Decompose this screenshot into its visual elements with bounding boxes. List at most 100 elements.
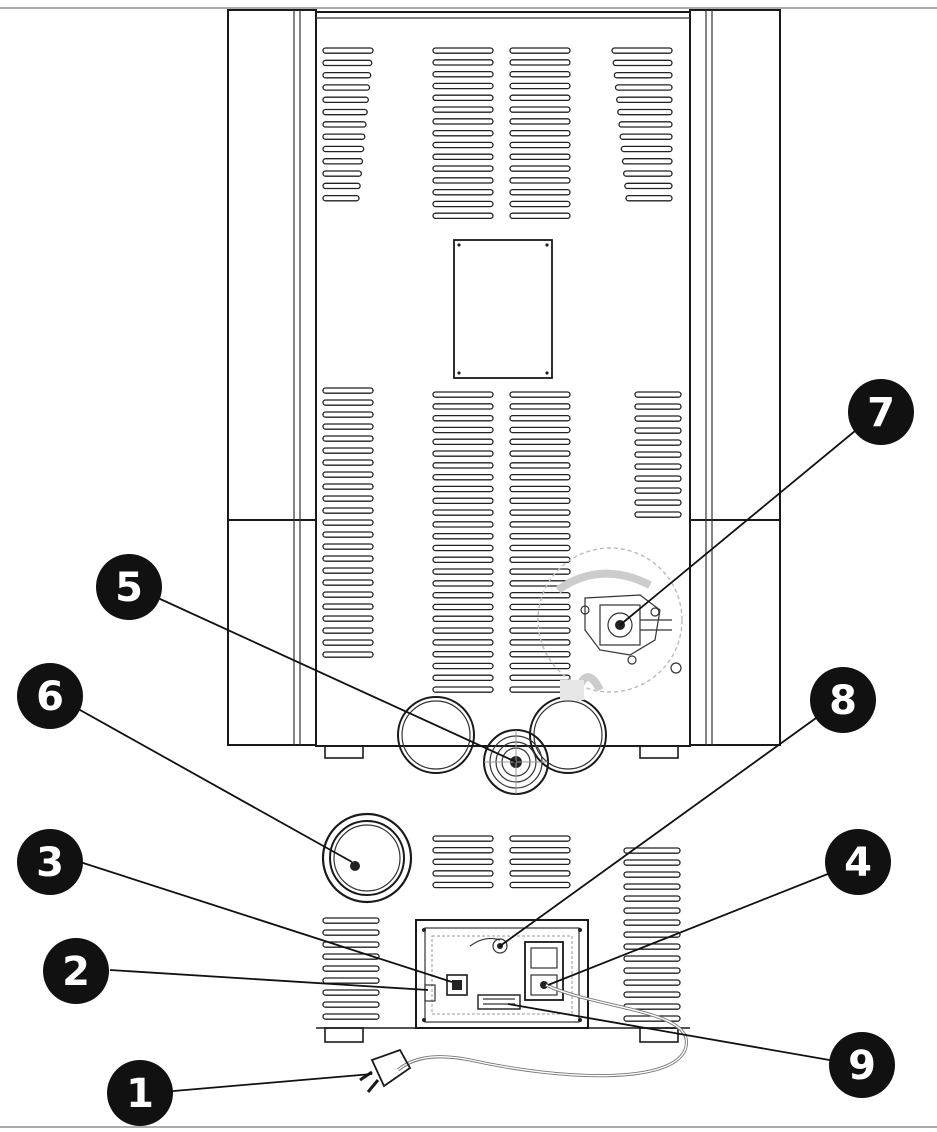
callout-circle [829, 1032, 895, 1098]
callout-circle [43, 938, 109, 1004]
vent-slot [432, 188, 494, 196]
vent-slot [432, 870, 494, 877]
vent-slot [432, 200, 494, 208]
vent-slot [322, 603, 374, 610]
callout-circle [810, 667, 876, 733]
vent-slot [432, 603, 494, 611]
callout-number: 3 [36, 840, 64, 886]
left-side-panel [227, 9, 317, 746]
vent-slot [509, 177, 571, 184]
vent-slot [617, 108, 673, 116]
vent-slot [322, 96, 369, 104]
vent-slot [623, 170, 673, 177]
vent-slot [322, 158, 364, 165]
vent-slot [432, 615, 494, 623]
vent-slot [432, 94, 494, 102]
vent-slot [322, 145, 365, 153]
callout-number: 7 [867, 390, 895, 436]
leader-line-3 [79, 861, 453, 983]
plug [370, 1048, 412, 1088]
callout-number: 1 [126, 1071, 154, 1117]
vent-slot [634, 511, 682, 518]
vent-slot [322, 555, 374, 562]
vent-slot [432, 129, 494, 137]
callout-circle [17, 663, 83, 729]
vent-slot [509, 509, 571, 516]
vent-slot [432, 212, 494, 220]
vent-slot [509, 82, 571, 90]
vent-slot [634, 403, 682, 410]
vent-slot [432, 846, 494, 854]
vent-slot [432, 532, 494, 540]
vent-slot [322, 84, 371, 91]
vent-slot [624, 182, 673, 190]
vent-slot [509, 521, 571, 528]
vent-slot [432, 438, 494, 446]
vent-slot [432, 82, 494, 90]
vent-slot [322, 411, 374, 418]
vent-slot [432, 521, 494, 528]
vent-slot [509, 59, 571, 66]
vent-slot [432, 70, 494, 78]
vent-slot [432, 662, 494, 670]
vent-slot [509, 426, 571, 434]
vent-slot [509, 870, 571, 877]
vent-slot [432, 556, 494, 564]
fuse-holder [424, 984, 436, 1002]
callout-number: 6 [36, 674, 64, 720]
vent-slot [432, 835, 494, 842]
vent-slot [432, 650, 494, 658]
vent-slot [623, 871, 681, 878]
power-cord [359, 983, 689, 1093]
vent-slot [509, 462, 571, 469]
vent-slot [432, 118, 494, 125]
vent-slot [322, 495, 374, 502]
vent-slot [634, 463, 682, 470]
vent-slot [623, 883, 681, 890]
vent-slot [322, 989, 380, 996]
callout-circle [848, 379, 914, 445]
vent-slot [322, 399, 374, 406]
electrical-connection-box [415, 919, 589, 1029]
vent-slot [509, 568, 571, 575]
leader-line-8 [499, 699, 842, 947]
vent-slot [509, 403, 571, 410]
vent-slot [623, 895, 681, 902]
vent-slot [432, 686, 494, 693]
vent-slot [509, 212, 571, 220]
vent-slot [509, 450, 571, 457]
combustion-air-inlet [321, 812, 413, 904]
vent-slot [432, 544, 494, 552]
callout-leaders [54, 411, 879, 1093]
vent-slot [322, 531, 374, 538]
vent-slot [634, 475, 682, 482]
foot-left [324, 745, 364, 759]
callout-badge-5: 5 [96, 554, 162, 620]
vent-slot [509, 544, 571, 552]
callout-circle [96, 554, 162, 620]
vent-slot [432, 881, 494, 889]
vent-slot [432, 59, 494, 66]
vent-slot [623, 919, 681, 926]
vent-slot [432, 485, 494, 493]
vent-slot [322, 71, 372, 79]
vent-slot [322, 519, 374, 526]
vent-slot [623, 943, 681, 950]
vent-slot [509, 118, 571, 125]
vent-slot [322, 1001, 380, 1008]
leader-line-5 [133, 586, 517, 763]
fan-housing-outline [537, 547, 683, 693]
vent-slot [509, 627, 571, 634]
callout-badge-7: 7 [848, 379, 914, 445]
vent-slot [322, 1013, 380, 1020]
vent-slot [634, 415, 682, 422]
vent-slot [509, 141, 571, 149]
vent-slot [432, 568, 494, 575]
vent-slot [509, 650, 571, 658]
vent-slot [612, 59, 673, 67]
vent-slot [322, 977, 380, 984]
vent-slot [623, 847, 681, 854]
vent-slot [620, 145, 673, 153]
vent-slot [322, 627, 374, 634]
